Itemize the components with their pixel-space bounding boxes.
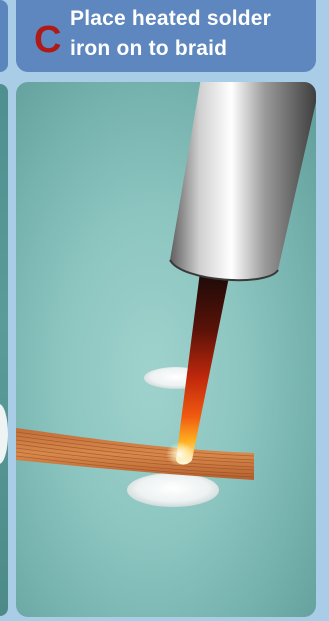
step-header: C Place heated solder iron on to braid (16, 0, 316, 72)
solder-iron (170, 82, 316, 280)
solder-braid (16, 428, 254, 480)
solder-pad-front (127, 473, 219, 507)
previous-panel-scene-edge (0, 84, 8, 616)
illustration-svg (16, 82, 316, 617)
heat-glow (166, 442, 194, 466)
step-letter: C (34, 14, 61, 66)
step-title: Place heated solder iron on to braid (70, 4, 316, 64)
previous-panel-header-edge (0, 0, 8, 72)
previous-panel-edge (0, 0, 8, 621)
previous-panel-pad (0, 404, 8, 464)
illustration-panel (16, 82, 316, 617)
